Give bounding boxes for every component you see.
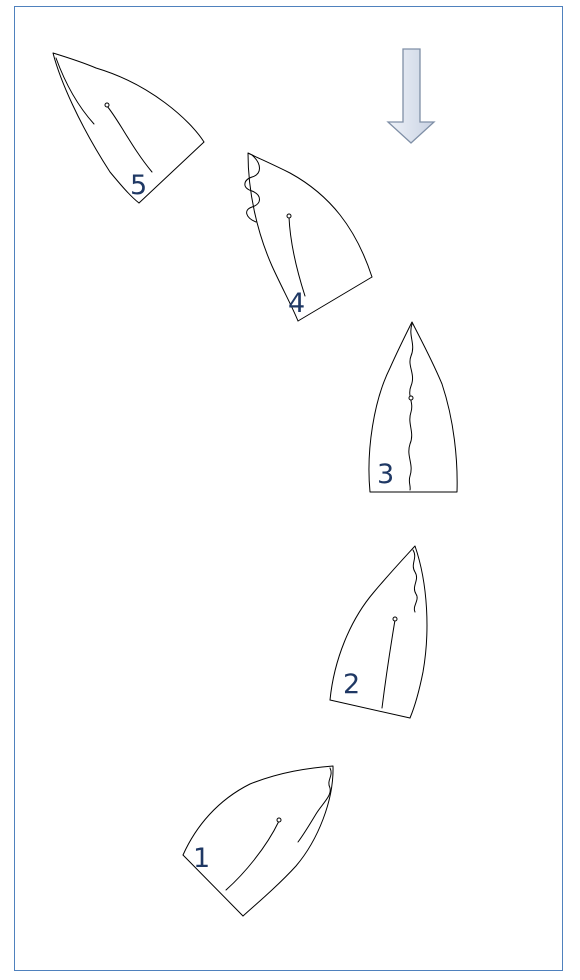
boat-5-number: 5 <box>130 170 147 201</box>
boat-4-sail <box>289 217 305 296</box>
boat-3-sail-luffing <box>409 324 413 490</box>
boat-2-jib-luffing <box>413 550 417 612</box>
boat-1-hull <box>183 766 333 916</box>
boat-2-sail <box>382 620 395 708</box>
boat-4: 4 <box>245 153 372 321</box>
boat-4-jib-luffing <box>245 155 260 222</box>
boat-2-mast <box>393 617 397 621</box>
boat-4-mast <box>287 214 291 218</box>
boat-5: 5 <box>53 53 204 203</box>
boat-5-hull <box>53 53 204 203</box>
boat-1-jib-luffing <box>298 768 331 842</box>
boat-2-number: 2 <box>343 669 360 700</box>
boat-4-number: 4 <box>288 288 305 319</box>
boat-3-number: 3 <box>377 459 394 490</box>
boat-3-mast <box>409 396 413 400</box>
boat-1-sail <box>226 821 279 890</box>
down-arrow-icon <box>388 49 434 143</box>
boat-1-mast <box>277 818 281 822</box>
boat-5-jib <box>56 58 94 124</box>
boat-1: 1 <box>183 766 333 916</box>
boat-2: 2 <box>330 546 427 718</box>
boat-4-hull <box>248 153 372 321</box>
boat-5-sail <box>107 106 152 172</box>
boat-5-mast <box>105 103 109 107</box>
boat-1-number: 1 <box>193 843 210 874</box>
boat-3: 3 <box>369 322 457 492</box>
